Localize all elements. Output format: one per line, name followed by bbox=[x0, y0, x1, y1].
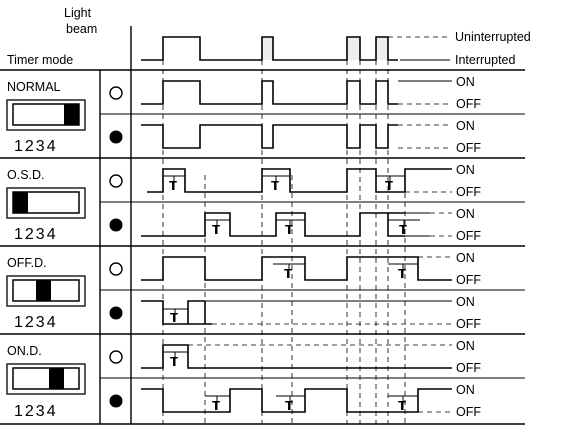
on-label: ON bbox=[456, 295, 475, 309]
table-frame bbox=[0, 26, 525, 425]
mode-normal: NORMAL 1234 ON OFF ON OFF bbox=[6, 75, 481, 155]
off-label: OFF bbox=[456, 229, 481, 243]
off-label: OFF bbox=[456, 361, 481, 375]
timer-marker: T bbox=[376, 175, 405, 193]
light-beam-waveform: Uninterrupted Interrupted bbox=[141, 30, 531, 67]
dip-switch: 1234 bbox=[6, 363, 86, 420]
timer-mode-label: Timer mode bbox=[7, 53, 73, 67]
uninterrupted-label: Uninterrupted bbox=[455, 30, 531, 44]
open-circle-icon bbox=[109, 262, 123, 276]
timer-marker: T bbox=[276, 395, 305, 413]
switch-numbers: 1234 bbox=[14, 138, 58, 155]
mode-osd: O.S.D. 1234 ON OFF T T T bbox=[6, 163, 481, 243]
svg-text:T: T bbox=[398, 398, 406, 413]
switch-numbers: 1234 bbox=[14, 314, 58, 331]
off-label: OFF bbox=[456, 185, 481, 199]
interrupted-label: Interrupted bbox=[455, 53, 516, 67]
filled-circle-icon bbox=[109, 130, 123, 144]
off-label: OFF bbox=[456, 405, 481, 419]
on-label: ON bbox=[456, 163, 475, 177]
filled-circle-icon bbox=[109, 306, 123, 320]
off-label: OFF bbox=[456, 317, 481, 331]
mode-ond: ON.D. 1234 ON OFF T ON OFF T T bbox=[6, 339, 481, 420]
svg-text:T: T bbox=[385, 178, 393, 193]
switch-numbers: 1234 bbox=[14, 403, 58, 420]
on-label: ON bbox=[456, 207, 475, 221]
mode-name: O.S.D. bbox=[7, 168, 45, 182]
switch-numbers: 1234 bbox=[14, 226, 58, 243]
timer-marker: T bbox=[163, 308, 188, 325]
svg-text:T: T bbox=[284, 266, 292, 281]
dip-switch: 1234 bbox=[6, 275, 86, 331]
mode-name: ON.D. bbox=[7, 344, 42, 358]
timer-marker: T bbox=[262, 175, 290, 193]
svg-text:T: T bbox=[398, 266, 406, 281]
timer-marker: T bbox=[273, 263, 305, 281]
svg-text:T: T bbox=[170, 354, 178, 369]
light-beam-label-line1: Light bbox=[64, 6, 92, 20]
light-beam-label-line2: beam bbox=[66, 22, 97, 36]
timer-marker: T bbox=[163, 175, 185, 193]
open-circle-icon bbox=[109, 86, 123, 100]
timer-marker: T bbox=[276, 219, 305, 237]
filled-circle-icon bbox=[109, 394, 123, 408]
guide-lines bbox=[162, 60, 406, 424]
on-label: ON bbox=[456, 75, 475, 89]
timer-marker: T bbox=[388, 219, 420, 237]
mode-offd: OFF.D. 1234 ON OFF T T ON OFF bbox=[6, 251, 481, 331]
timer-marker: T bbox=[388, 263, 418, 281]
dip-switch: 1234 bbox=[6, 99, 86, 155]
open-circle-icon bbox=[109, 350, 123, 364]
timer-marker: T bbox=[388, 395, 418, 413]
timer-marker: T bbox=[163, 351, 188, 369]
svg-text:T: T bbox=[285, 222, 293, 237]
mode-name: NORMAL bbox=[7, 80, 61, 94]
off-label: OFF bbox=[456, 273, 481, 287]
on-label: ON bbox=[456, 339, 475, 353]
mode-name: OFF.D. bbox=[7, 256, 47, 270]
timer-marker: T bbox=[205, 395, 230, 413]
svg-text:T: T bbox=[212, 222, 220, 237]
timer-marker: T bbox=[205, 219, 230, 237]
on-label: ON bbox=[456, 383, 475, 397]
svg-text:T: T bbox=[271, 178, 279, 193]
on-label: ON bbox=[456, 251, 475, 265]
svg-text:T: T bbox=[399, 222, 407, 237]
open-circle-icon bbox=[109, 174, 123, 188]
off-label: OFF bbox=[456, 141, 481, 155]
on-label: ON bbox=[456, 119, 475, 133]
svg-text:T: T bbox=[212, 398, 220, 413]
svg-text:T: T bbox=[285, 398, 293, 413]
filled-circle-icon bbox=[109, 218, 123, 232]
dip-switch: 1234 bbox=[6, 187, 86, 243]
svg-text:T: T bbox=[170, 310, 178, 325]
svg-text:T: T bbox=[169, 178, 177, 193]
off-label: OFF bbox=[456, 97, 481, 111]
